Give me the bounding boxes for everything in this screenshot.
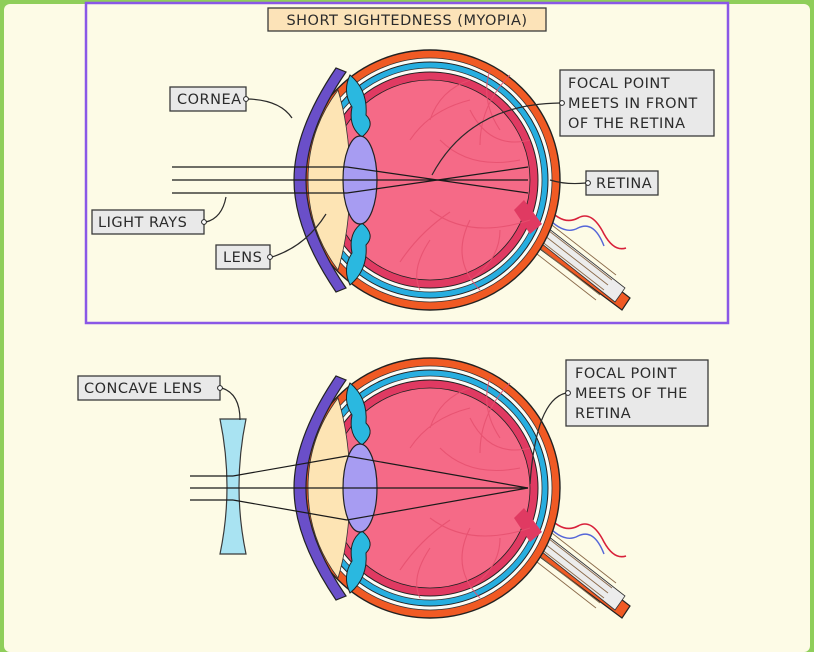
svg-text:CONCAVE LENS: CONCAVE LENS (84, 381, 202, 397)
svg-text:RETINA: RETINA (596, 176, 652, 192)
label-concave-lens: CONCAVE LENS (77, 375, 241, 421)
panel (4, 4, 810, 652)
svg-text:RETINA: RETINA (575, 406, 631, 422)
svg-text:FOCAL POINT: FOCAL POINT (568, 76, 670, 92)
top-frame (84, 1, 730, 325)
svg-text:FOCAL POINT: FOCAL POINT (575, 366, 677, 382)
label-lens: LENS (215, 213, 327, 270)
page-title: SHORT SIGHTEDNESS (MYOPIA) (286, 13, 527, 29)
light-rays-top (172, 166, 529, 194)
light-rays-bottom (190, 455, 529, 521)
label-retina: RETINA (549, 170, 659, 196)
label-cornea: CORNEA (169, 86, 293, 119)
label-focal-bottom: FOCAL POINT MEETS OF THE RETINA (529, 359, 709, 485)
concave-lens (219, 418, 247, 555)
svg-text:MEETS IN FRONT: MEETS IN FRONT (568, 96, 698, 112)
label-light-rays: LIGHT RAYS (91, 196, 227, 235)
label-focal-top: FOCAL POINT MEETS IN FRONT OF THE RETINA (431, 69, 715, 176)
svg-text:LIGHT RAYS: LIGHT RAYS (98, 215, 187, 231)
svg-text:MEETS OF THE: MEETS OF THE (575, 386, 688, 402)
title-box (267, 7, 547, 32)
svg-text:CORNEA: CORNEA (177, 92, 242, 108)
svg-text:LENS: LENS (223, 250, 262, 266)
svg-text:OF THE RETINA: OF THE RETINA (568, 116, 686, 132)
